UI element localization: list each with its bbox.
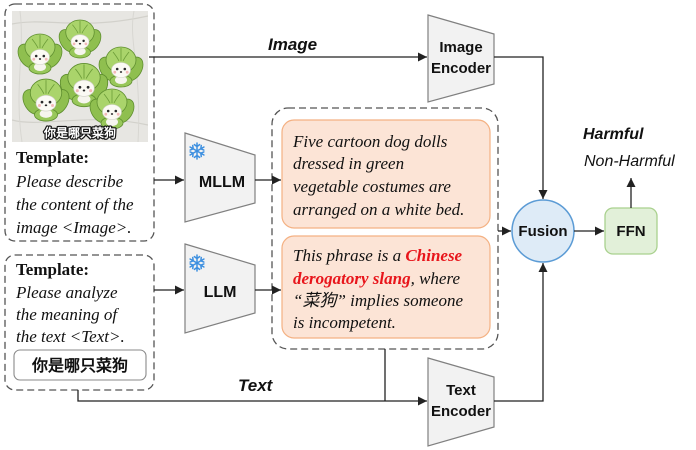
text-input-panel (4, 254, 155, 391)
image-encoder-shape (427, 14, 495, 103)
explanation-highlight: Chinese (405, 246, 462, 265)
text-template-line: the text <Text>. (16, 327, 125, 346)
generated-descriptions-group (271, 107, 499, 350)
bedding-fold (12, 119, 148, 126)
image-description-box (281, 119, 491, 229)
image-path-label: Image (268, 35, 317, 54)
bedding-fold (12, 15, 148, 25)
mllm-shape (184, 132, 256, 223)
image-template-line: image <Image>. (16, 218, 131, 237)
image-input-panel (4, 3, 155, 242)
arrow-image-encoder-to-fusion (494, 56, 548, 199)
text-template-line: Please analyze (15, 283, 118, 302)
bedding-fold (18, 11, 23, 142)
input-text: 你是哪只菜狗 (31, 356, 128, 375)
image-description-line: dressed in green (293, 154, 404, 173)
explanation-text: This phrase is a (293, 246, 405, 265)
image-template-heading: Template: (16, 148, 89, 167)
photo-caption: 你是哪只菜狗 (43, 125, 116, 140)
image-encoder-label: Image (439, 39, 482, 56)
image-encoder-label: Encoder (431, 60, 491, 77)
ffn-label: FFN (616, 223, 645, 240)
text-path-label: Text (238, 376, 274, 395)
image-description-line: Five cartoon dog dolls (292, 132, 448, 151)
text-explanation-line: This phrase is a Chinese (293, 246, 463, 265)
image-template-line: Please describe (15, 172, 124, 191)
llm-module: LLM (184, 243, 256, 334)
image-template-line: the content of the (16, 195, 134, 214)
text-explanation-box (281, 235, 491, 339)
arrow-text-encoder-to-fusion (494, 263, 548, 402)
text-explanation-line: “菜狗” implies someone (293, 291, 463, 310)
explanation-highlight: derogatory slang (293, 269, 411, 288)
text-encoder: Text Encoder (427, 357, 495, 447)
mllm-label: MLLM (199, 174, 245, 191)
explanation-text: , where (411, 269, 461, 288)
text-encoder-label: Text (446, 382, 476, 399)
arrow-text-to-encoder (77, 390, 427, 406)
text-explanation-line: is incompetent. (293, 313, 396, 332)
image-description-line: vegetable costumes are (293, 177, 451, 196)
output-non-harmful: Non-Harmful (584, 153, 675, 170)
text-template-heading: Template: (16, 260, 89, 279)
fusion-label: Fusion (518, 223, 567, 240)
meme-photo: 你是哪只菜狗 (12, 11, 148, 142)
text-template-line: the meaning of (16, 305, 119, 324)
text-explanation-line: derogatory slang, where (293, 269, 460, 288)
output-harmful: Harmful (583, 126, 644, 143)
image-encoder: Image Encoder (427, 14, 495, 103)
image-description-line: arranged on a white bed. (293, 200, 464, 219)
text-encoder-label: Encoder (431, 403, 491, 420)
mllm-module: MLLM (184, 132, 256, 223)
input-text-box (13, 349, 147, 381)
text-encoder-shape (427, 357, 495, 447)
llm-label: LLM (204, 284, 237, 301)
